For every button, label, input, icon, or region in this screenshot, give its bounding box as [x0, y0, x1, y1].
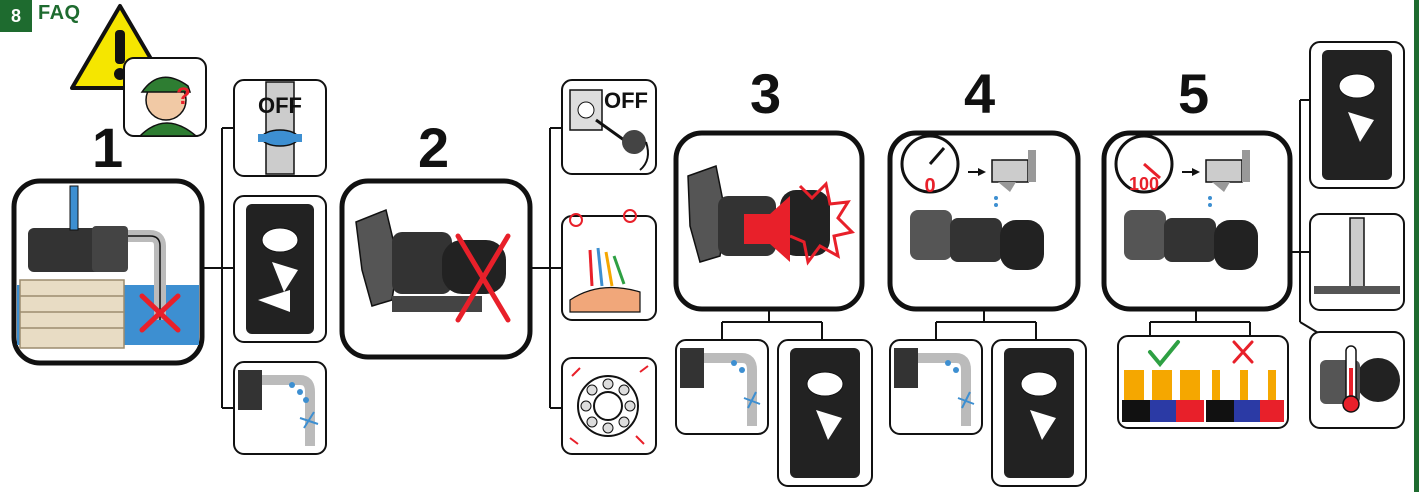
- step-number-4: 4: [964, 66, 995, 122]
- capacitor-comparison-icon: [1118, 336, 1288, 428]
- step-number-2: 2: [418, 120, 449, 176]
- step4-basket-icon: [992, 340, 1086, 486]
- worker-question-icon: ?: [124, 58, 206, 136]
- step1-connector: [202, 128, 234, 408]
- wiring-icon: [562, 210, 656, 320]
- valve-off-label: OFF: [258, 93, 302, 118]
- step2-connector: [530, 128, 562, 408]
- svg-text:?: ?: [176, 83, 191, 110]
- step3-connector: [722, 309, 822, 340]
- right-edge-bar: [1414, 0, 1419, 492]
- step4-pipe-slope-icon: [890, 340, 982, 434]
- gauge-hundred-label: 100: [1129, 174, 1159, 194]
- step4-connector: [936, 309, 1036, 340]
- step4-panel: [890, 133, 1078, 309]
- step5-panel: [1104, 133, 1290, 309]
- pipe-slope-icon: [234, 362, 326, 454]
- step3-panel: [676, 133, 862, 309]
- bearing-icon: [562, 358, 656, 454]
- plug-off-label: OFF: [604, 88, 648, 113]
- step-number-5: 5: [1178, 66, 1209, 122]
- step1-panel: [14, 181, 202, 363]
- gauge-zero-label: 0: [924, 175, 935, 197]
- motor-temperature-icon: [1310, 332, 1404, 428]
- shaft-icon: [1310, 214, 1404, 310]
- step-number-1: 1: [92, 120, 123, 176]
- step2-panel: [342, 181, 530, 357]
- step3-basket-icon: [778, 340, 872, 486]
- step-number-3: 3: [750, 66, 781, 122]
- step3-pipe-slope-icon: [676, 340, 768, 434]
- step5-basket-icon: [1310, 42, 1404, 188]
- pump-basket-icon: [234, 196, 326, 342]
